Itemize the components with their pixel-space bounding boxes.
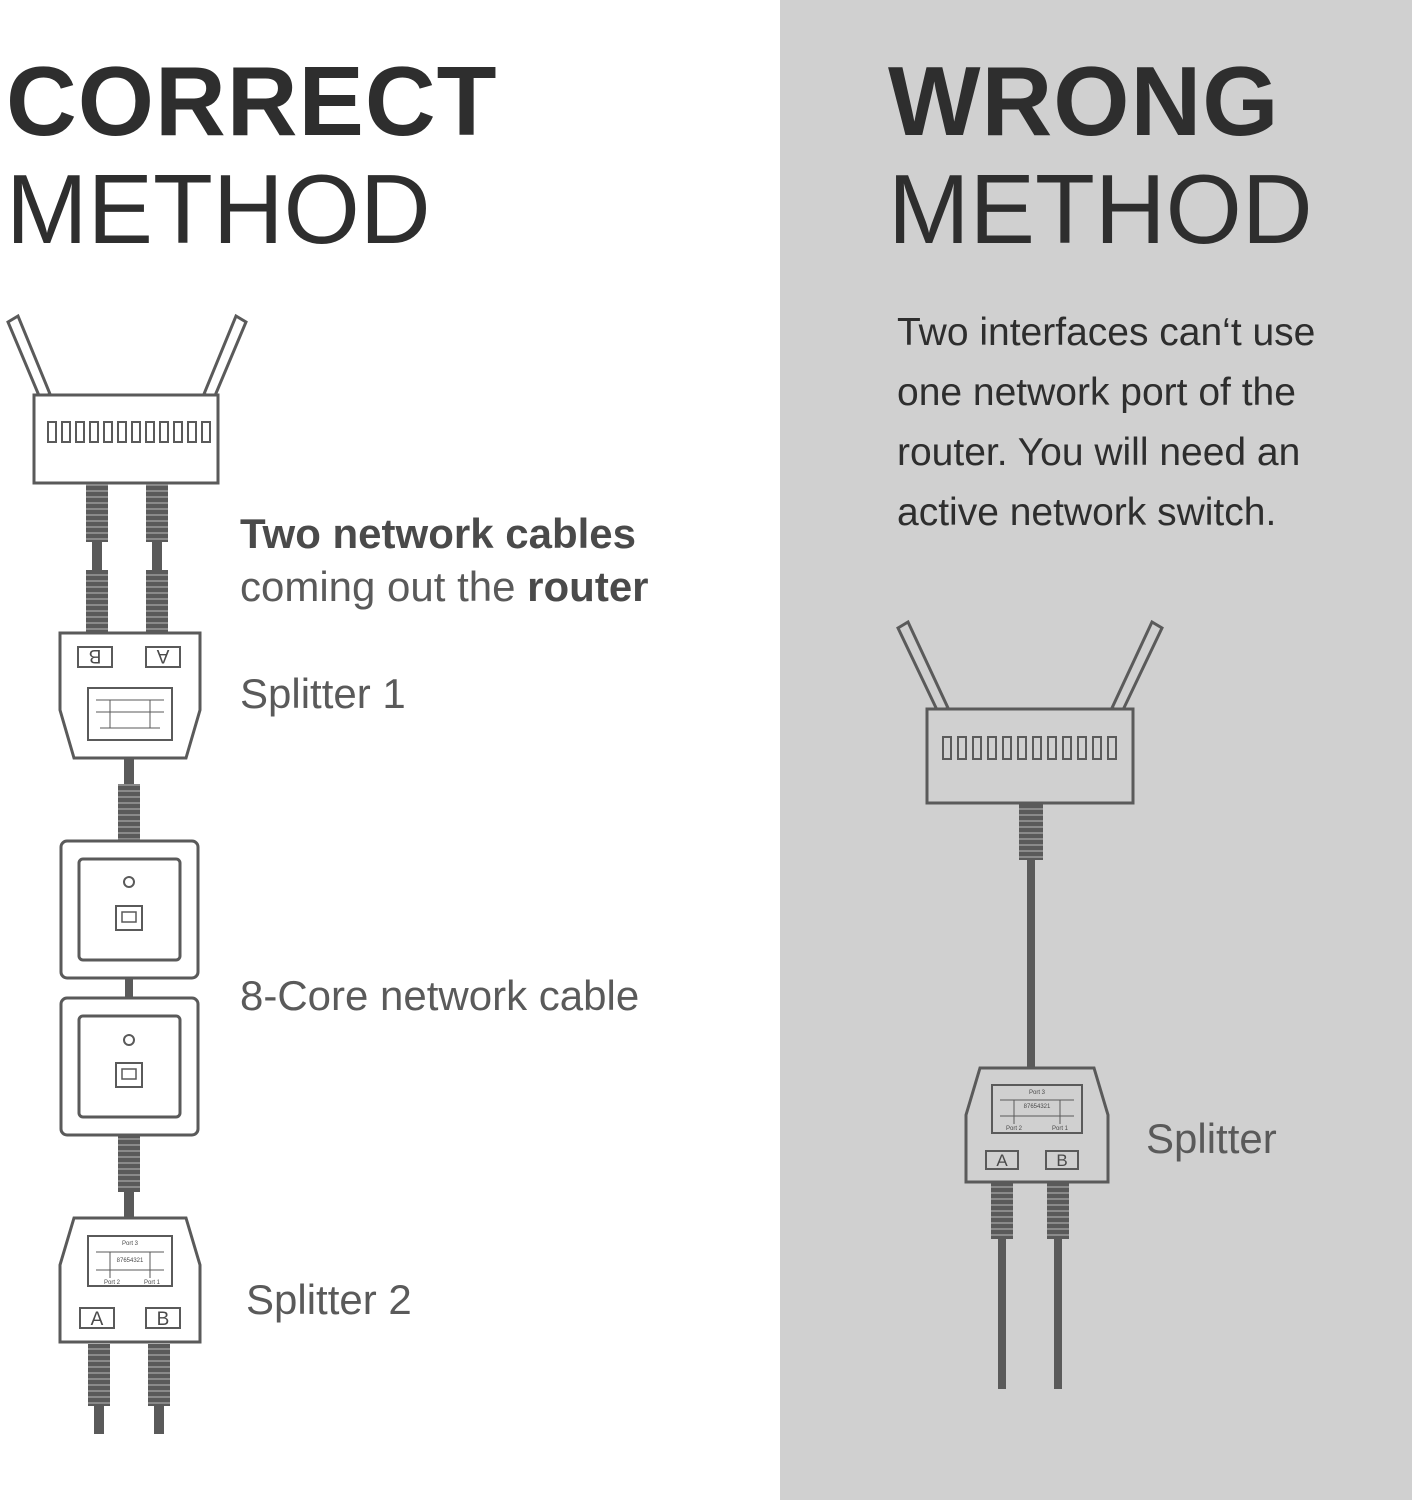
heading-method-right: METHOD: [888, 154, 1313, 264]
splitter2-port-b-label: B: [157, 1309, 170, 1330]
splitter2-port2-text: Port 2: [104, 1280, 121, 1286]
correct-method-heading: CORRECT METHOD: [6, 52, 498, 258]
wall-socket-1: [59, 839, 200, 980]
splitter2-pins-text: 87654321: [117, 1258, 144, 1264]
label-8-core-cable: 8-Core network cable: [240, 972, 640, 1019]
splitter-right-port2-text: Port 2: [1006, 1126, 1023, 1132]
wrong-method-heading: WRONG METHOD: [888, 52, 1313, 258]
heading-correct: CORRECT: [6, 46, 498, 156]
label-splitter-2: Splitter 2: [246, 1276, 412, 1323]
splitter-right-port3-text: Port 3: [1029, 1090, 1046, 1096]
label-coming-out: coming out the: [240, 562, 528, 610]
cable-socket-to-splitter2: [118, 1136, 140, 1218]
splitter1-body: [58, 631, 202, 760]
cable-splitter1-to-socket: [118, 758, 140, 840]
splitter2-port1-text: Port 1: [144, 1280, 161, 1286]
cables-router-to-splitter1: [86, 484, 168, 632]
wall-socket-2: [59, 996, 200, 1137]
splitter2-port3-text: Port 3: [122, 1241, 139, 1247]
wrong-method-note: Two interfaces can‘t use one network por…: [897, 311, 1316, 534]
splitter-right-port1-text: Port 1: [1052, 1126, 1069, 1132]
core-cable: [125, 978, 133, 998]
label-router: router: [527, 562, 649, 610]
splitter-right-body: [964, 1066, 1110, 1184]
router-left: [6, 313, 248, 485]
splitter2-port-a-label: A: [91, 1309, 104, 1330]
cables-out-splitter2: [88, 1344, 170, 1434]
splitter-right-pins-text: 87654321: [1024, 1104, 1051, 1110]
splitter-right-port-b-label: B: [1056, 1151, 1067, 1170]
splitter-right-port-a-label: A: [996, 1151, 1008, 1170]
splitter1-port-a-label: A: [156, 645, 169, 666]
router-right: [896, 619, 1164, 805]
heading-method-left: METHOD: [6, 154, 431, 264]
cable-router-to-splitter: [1019, 804, 1043, 1068]
cables-out-splitter-right: [991, 1183, 1069, 1389]
heading-wrong: WRONG: [888, 46, 1280, 156]
label-two-cables: Two network cables coming out the router: [240, 508, 649, 613]
label-splitter-1: Splitter 1: [240, 670, 406, 717]
label-splitter-right: Splitter: [1146, 1115, 1277, 1162]
label-two-cables-bold: Two network cables: [240, 510, 636, 557]
splitter2-body: [58, 1216, 202, 1344]
splitter1-port-b-label: B: [89, 645, 102, 666]
